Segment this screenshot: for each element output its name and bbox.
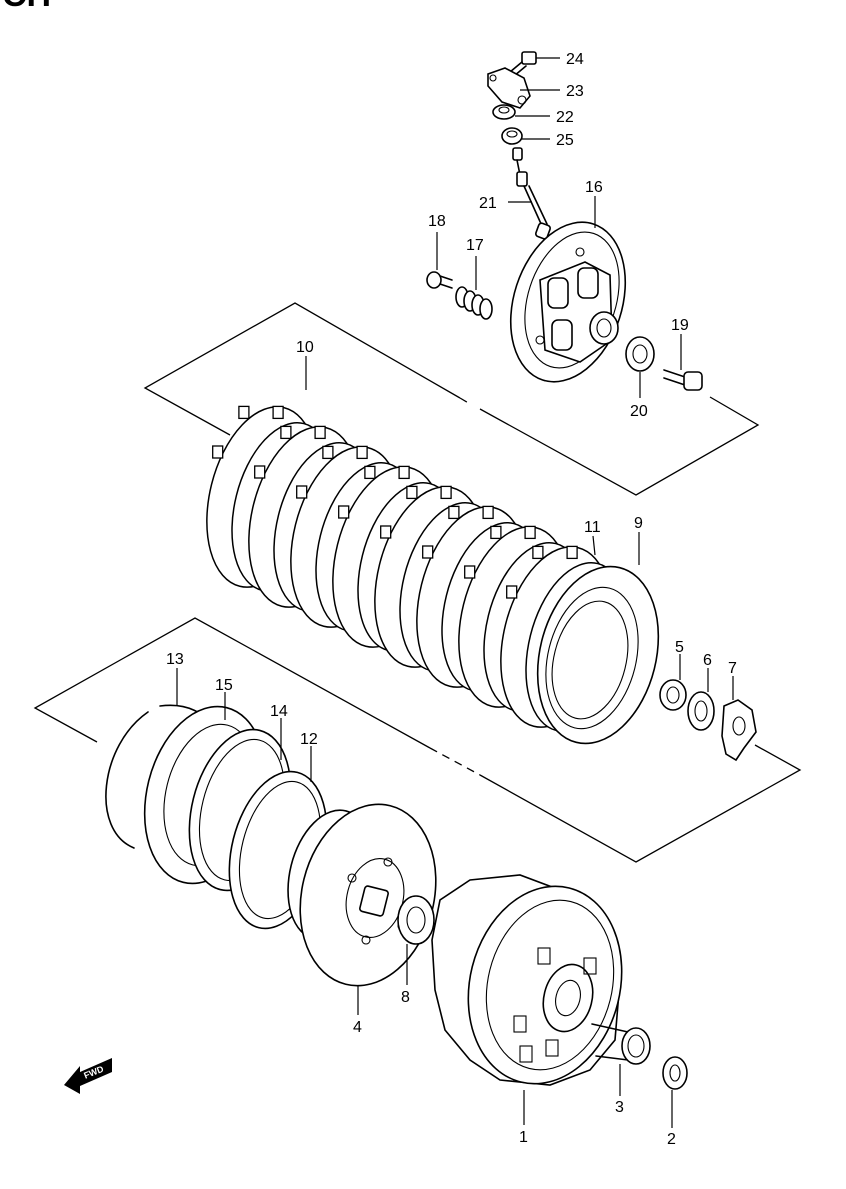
plate-tab	[272, 405, 284, 420]
plate-tab	[464, 565, 476, 579]
plate-tab	[440, 485, 452, 500]
callout-1: 1	[519, 1129, 528, 1146]
lower-frame	[33, 617, 802, 863]
plate-tab	[356, 445, 368, 460]
plate-tab	[254, 465, 266, 479]
leader-lines	[176, 57, 734, 1128]
nut-5	[659, 679, 687, 711]
washer-25	[501, 127, 523, 145]
spacer-3	[591, 1023, 651, 1065]
clutch-housing-1	[431, 874, 623, 1086]
plate-tab	[490, 525, 502, 540]
callout-17: 17	[466, 237, 484, 254]
callout-24: 24	[566, 51, 584, 68]
callout-14: 14	[270, 703, 288, 720]
plate-tab	[238, 405, 250, 420]
push-rod-21	[512, 147, 551, 240]
plate-tab	[364, 465, 376, 480]
plate-tab	[322, 445, 334, 460]
callout-19: 19	[671, 317, 689, 334]
callout-6: 6	[703, 652, 712, 669]
plate-tab	[212, 445, 224, 459]
callout-9: 9	[634, 515, 643, 532]
plate-tab	[296, 485, 308, 499]
callout-4: 4	[353, 1019, 362, 1036]
plate-tab	[506, 585, 518, 599]
plate-tab	[532, 545, 544, 560]
nut-22	[492, 104, 516, 120]
plate-tab	[398, 465, 410, 480]
callout-12: 12	[300, 731, 318, 748]
clutch-plate-stack	[206, 405, 629, 732]
plate-tab	[280, 425, 292, 440]
callout-3: 3	[615, 1099, 624, 1116]
callout-10: 10	[296, 339, 314, 356]
plate-tab	[406, 485, 418, 500]
callout-20: 20	[630, 403, 648, 420]
callout-22: 22	[556, 109, 574, 126]
washer-8	[397, 895, 435, 945]
callout-5: 5	[675, 639, 684, 656]
plate-tab	[482, 505, 494, 520]
plate-tab	[422, 545, 434, 559]
washer-6	[687, 691, 715, 731]
pressure-plate-16	[509, 221, 627, 383]
callout-18: 18	[428, 213, 446, 230]
fwd-arrow-icon: FWD	[64, 1058, 112, 1094]
page-title-fragment: CH	[2, 0, 51, 14]
bearing-20	[625, 336, 655, 372]
lock-washer-7	[721, 699, 757, 762]
callout-15: 15	[215, 677, 233, 694]
callout-7: 7	[728, 660, 737, 677]
thrust-washer-2	[662, 1056, 688, 1090]
callout-21: 21	[479, 195, 497, 212]
callout-8: 8	[401, 989, 410, 1006]
lifter-plate-23	[487, 67, 531, 109]
bolt-19	[663, 369, 703, 391]
callout-16: 16	[585, 179, 603, 196]
plate-tab	[314, 425, 326, 440]
callout-25: 25	[556, 132, 574, 149]
callout-23: 23	[566, 83, 584, 100]
plate-tab	[524, 525, 536, 540]
bolt-18	[426, 271, 453, 289]
plate-tab	[338, 505, 350, 519]
spring-17	[455, 286, 493, 320]
callout-13: 13	[166, 651, 184, 668]
sleeve-hub-4	[287, 803, 437, 987]
plate-tab	[566, 545, 578, 560]
plate-tab	[448, 505, 460, 520]
driven-plate-9	[536, 565, 660, 745]
callout-labels: 24 23 22 25 16 21 18 17 19 20 10 11 9 5 …	[166, 51, 737, 1148]
upper-frame	[143, 302, 760, 496]
callout-2: 2	[667, 1131, 676, 1148]
plate-tab	[380, 525, 392, 539]
callout-11: 11	[584, 519, 601, 536]
